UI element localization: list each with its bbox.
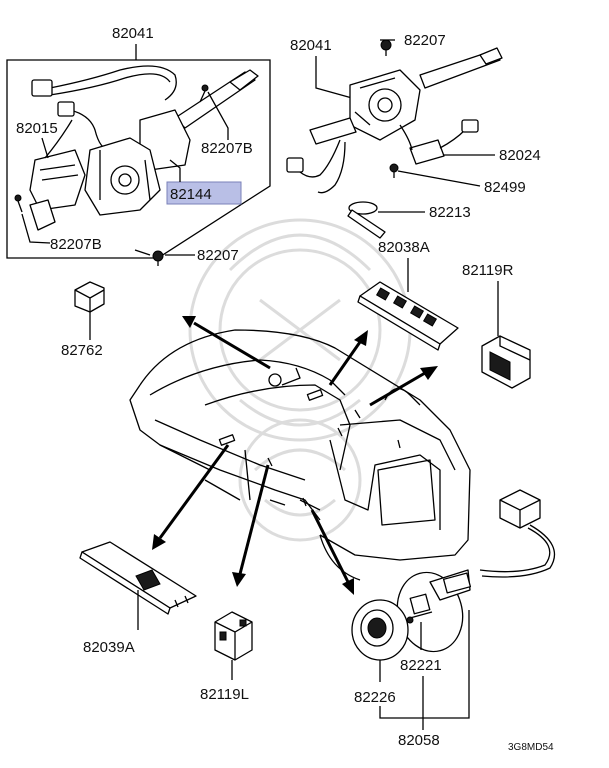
power-window-master-switch-82038A xyxy=(357,281,459,351)
label-82041-right: 82041 xyxy=(290,37,332,54)
label-82221: 82221 xyxy=(400,657,442,674)
label-82207-top: 82207 xyxy=(404,32,446,49)
connector-82024 xyxy=(409,139,445,165)
label-82015: 82015 xyxy=(16,120,58,137)
combination-switch-right xyxy=(286,47,503,194)
light-switch xyxy=(29,149,86,211)
left-stalk xyxy=(309,117,357,145)
cable-tie-82213 xyxy=(347,201,386,239)
label-82039A: 82039A xyxy=(83,639,135,656)
label-82041-box: 82041 xyxy=(112,25,154,42)
label-82058: 82058 xyxy=(398,732,440,749)
leader-82058-a xyxy=(379,610,470,719)
relay-82762 xyxy=(74,281,105,313)
switch-82119R xyxy=(481,335,531,389)
boot-82226 xyxy=(351,599,409,661)
leader-82144 xyxy=(169,159,181,182)
label-82213: 82213 xyxy=(429,204,471,221)
leader-82207B-bottom xyxy=(21,213,51,244)
combination-switch-assembly xyxy=(14,65,259,231)
vehicle-body-outline xyxy=(129,329,471,581)
connector-left xyxy=(31,79,53,97)
leader-82041-right xyxy=(315,56,353,99)
leader-82207B-top xyxy=(207,91,229,140)
leader-82015 xyxy=(41,137,49,159)
screw-82207-bottom xyxy=(152,250,164,266)
screw-82207-top xyxy=(380,39,392,56)
label-82207-bottom: 82207 xyxy=(197,247,239,264)
connector-82058 xyxy=(499,489,541,529)
label-82119L: 82119L xyxy=(200,686,249,703)
label-82762: 82762 xyxy=(61,342,103,359)
door-switch-harness-82058 xyxy=(396,489,556,653)
right-stalk xyxy=(419,49,501,89)
label-82207B-top: 82207B xyxy=(201,140,253,157)
assembly-box xyxy=(6,59,271,259)
label-82226: 82226 xyxy=(354,689,396,706)
locator-arrows xyxy=(152,316,438,595)
label-82144[interactable]: 82144 xyxy=(170,186,212,203)
diagram-code: 3G8MD54 xyxy=(508,742,554,753)
label-82499: 82499 xyxy=(484,179,526,196)
label-82038A: 82038A xyxy=(378,239,430,256)
label-82024: 82024 xyxy=(499,147,541,164)
power-window-switch-82039A xyxy=(79,541,197,615)
label-82207B-bottom: 82207B xyxy=(50,236,102,253)
screw-82499 xyxy=(389,163,399,173)
highlight-82144[interactable] xyxy=(166,181,242,205)
watermark-emblem xyxy=(188,218,412,542)
leader-82499 xyxy=(397,170,481,187)
connector-harness xyxy=(286,157,304,173)
switch-82119L xyxy=(214,611,253,661)
label-82119R: 82119R xyxy=(462,262,514,279)
